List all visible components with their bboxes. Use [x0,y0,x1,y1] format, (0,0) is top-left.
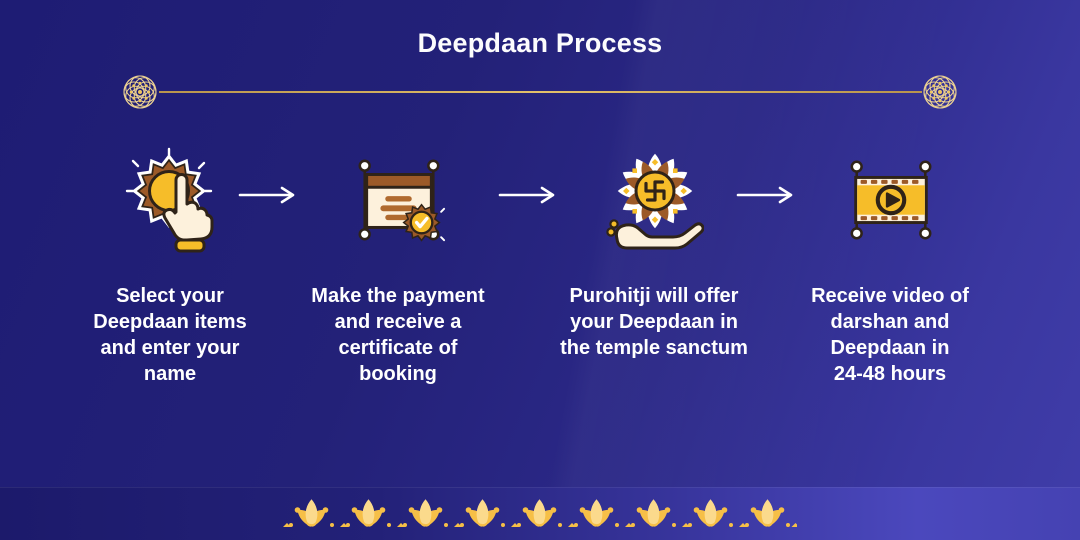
lotus-border [283,495,797,532]
certificate-icon [358,159,446,242]
arrow-right-icon [238,186,295,204]
video-darshan-icon [850,160,932,240]
rosette-medallion-icon [923,75,957,109]
rosette-medallion-icon [123,75,157,109]
arrow-right-icon [498,186,555,204]
page-title: Deepdaan Process [417,28,663,58]
tap-select-icon [125,147,214,253]
arrow-right-icon [736,186,793,204]
offering-hand-icon [606,153,704,250]
divider-line [159,91,922,93]
